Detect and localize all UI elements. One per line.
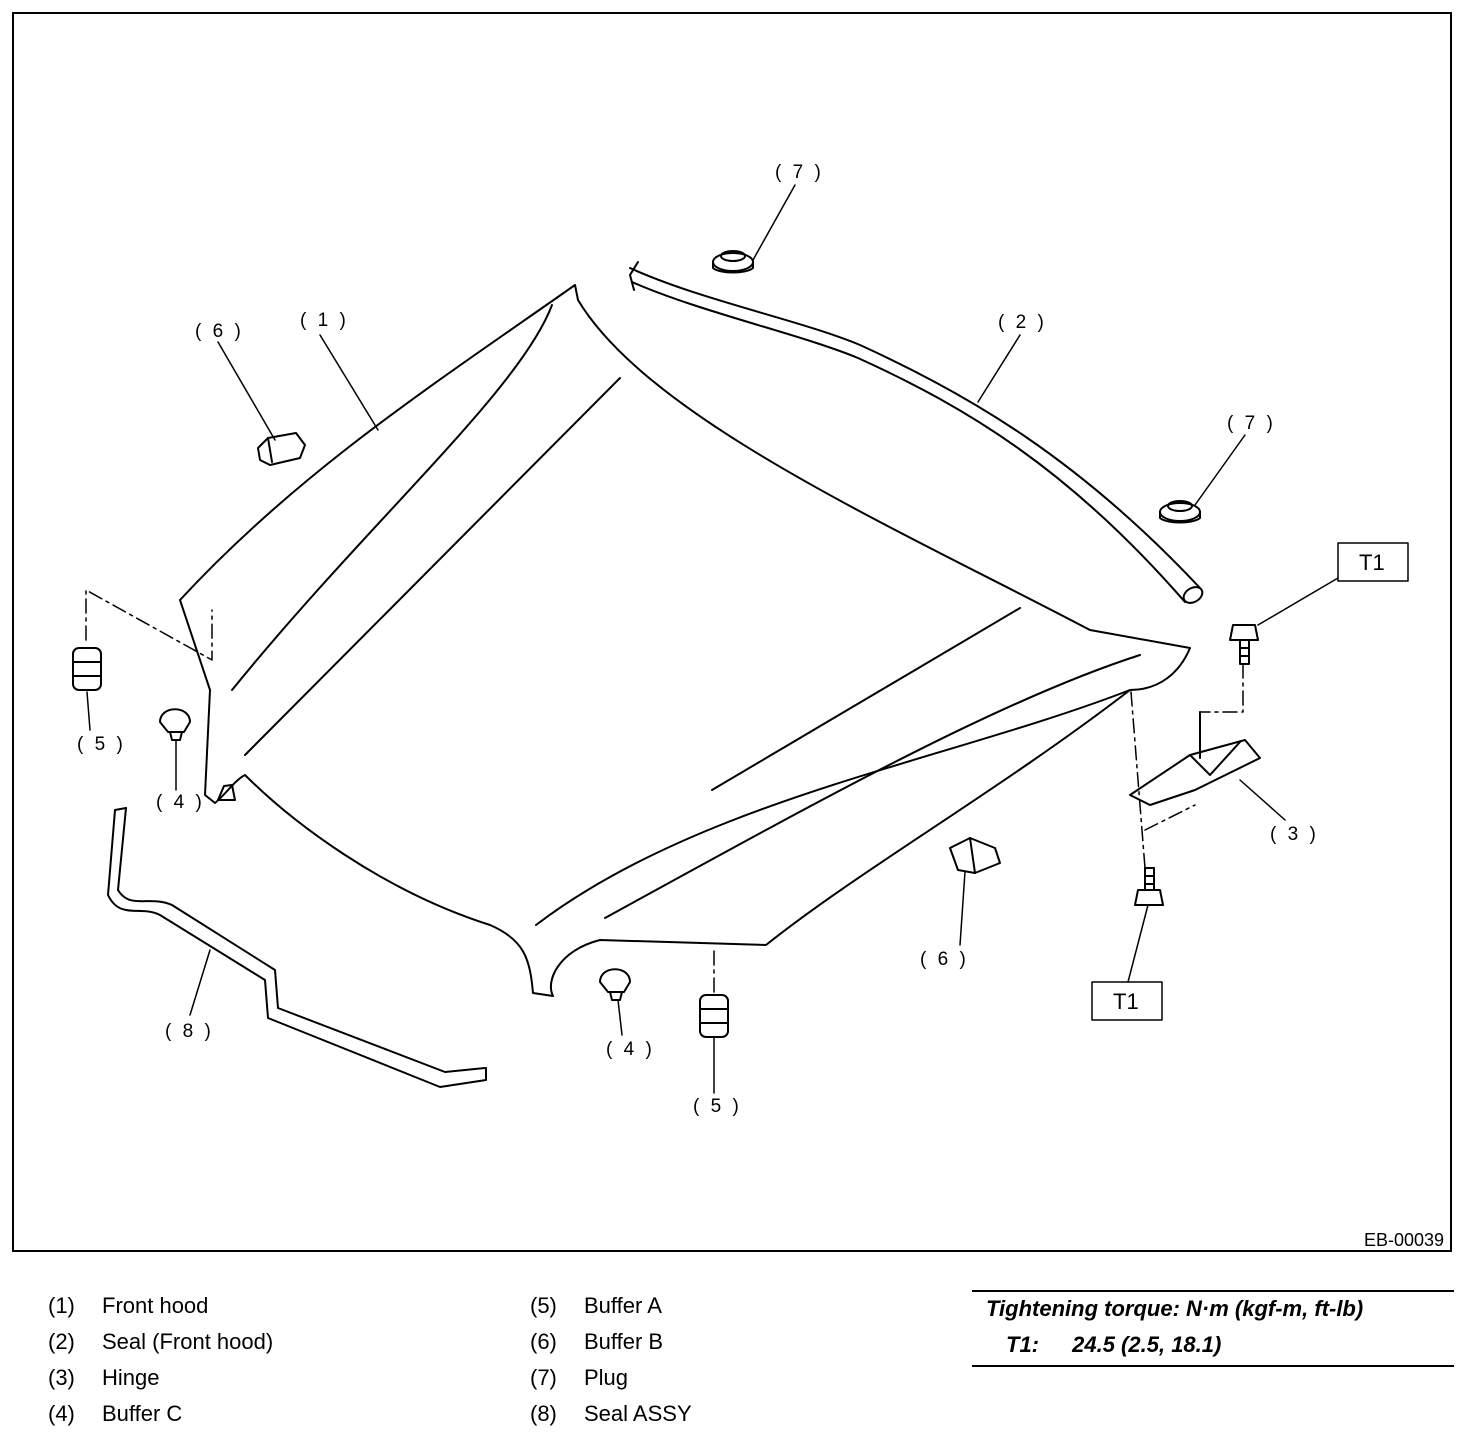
torque-title: Tightening torque: N·m (kgf-m, ft-lb) bbox=[986, 1296, 1364, 1321]
legend-item: (6) Buffer B bbox=[530, 1324, 692, 1360]
legend-label: Buffer C bbox=[102, 1401, 183, 1426]
torque-box-lower-label: T1 bbox=[1113, 989, 1139, 1014]
legend-item: (2) Seal (Front hood) bbox=[48, 1324, 273, 1360]
callout-1: ( 1 ) bbox=[300, 310, 349, 331]
callout-3: ( 3 ) bbox=[1270, 824, 1319, 845]
leader-lines bbox=[86, 184, 1339, 1094]
buffer-b-left bbox=[257, 432, 306, 466]
hinge bbox=[1129, 711, 1261, 806]
legend-number: (3) bbox=[48, 1365, 75, 1390]
front-hood bbox=[179, 284, 1191, 997]
torque-box-lower bbox=[1091, 981, 1163, 1021]
buffer-b-right bbox=[949, 837, 1001, 874]
legend-item: (3) Hinge bbox=[48, 1360, 273, 1396]
legend-item: (8) Seal ASSY bbox=[530, 1396, 692, 1432]
seal-front-hood bbox=[629, 261, 1204, 604]
callout-6-right: ( 6 ) bbox=[920, 949, 969, 970]
diagram-frame bbox=[12, 12, 1452, 1252]
callout-8: ( 8 ) bbox=[165, 1021, 214, 1042]
seal-assy bbox=[107, 807, 487, 1088]
buffer-c-left bbox=[159, 708, 191, 741]
legend-label: Hinge bbox=[102, 1365, 160, 1390]
legend-number: (8) bbox=[530, 1401, 557, 1426]
callout-7-right: ( 7 ) bbox=[1227, 413, 1276, 434]
alignment-lines bbox=[85, 589, 1244, 993]
legend-item: (7) Plug bbox=[530, 1360, 692, 1396]
legend-number: (7) bbox=[530, 1365, 557, 1390]
callout-5-right: ( 5 ) bbox=[693, 1096, 742, 1117]
legend-item: (1) Front hood bbox=[48, 1288, 273, 1324]
legend-number: (1) bbox=[48, 1293, 75, 1318]
legend-left: (1) Front hood (2) Seal (Front hood) (3)… bbox=[48, 1288, 273, 1432]
callout-4-right: ( 4 ) bbox=[606, 1039, 655, 1060]
legend-label: Seal ASSY bbox=[584, 1401, 692, 1426]
buffer-a-right bbox=[699, 994, 729, 1038]
legend-label: Buffer B bbox=[584, 1329, 664, 1354]
legend-label: Plug bbox=[584, 1365, 629, 1390]
legend-item: (5) Buffer A bbox=[530, 1288, 692, 1324]
torque-box-upper bbox=[1337, 542, 1409, 582]
plug-right bbox=[1159, 500, 1201, 524]
callout-6-left: ( 6 ) bbox=[195, 321, 244, 342]
legend-label: Buffer A bbox=[584, 1293, 662, 1318]
bolt-lower bbox=[1134, 867, 1164, 906]
callout-2: ( 2 ) bbox=[998, 312, 1047, 333]
torque-value: 24.5 (2.5, 18.1) bbox=[1072, 1332, 1222, 1357]
buffer-a-left bbox=[72, 647, 102, 691]
legend-label: Seal (Front hood) bbox=[102, 1329, 274, 1354]
torque-table: Tightening torque: N·m (kgf-m, ft-lb) T1… bbox=[972, 1290, 1454, 1367]
callout-5-left: ( 5 ) bbox=[77, 734, 126, 755]
torque-row: T1: 24.5 (2.5, 18.1) bbox=[1006, 1332, 1221, 1358]
plug-top bbox=[712, 250, 754, 274]
legend-number: (4) bbox=[48, 1401, 75, 1426]
bolt-upper bbox=[1229, 624, 1259, 665]
callout-7-top: ( 7 ) bbox=[775, 162, 824, 183]
buffer-c-right bbox=[599, 968, 631, 1001]
legend-number: (2) bbox=[48, 1329, 75, 1354]
exploded-diagram: ( 1 ) ( 2 ) ( 3 ) ( 4 ) ( 4 ) ( 5 ) ( 5 … bbox=[12, 12, 1452, 1252]
figure-id: EB-00039 bbox=[1364, 1230, 1444, 1250]
legend-number: (6) bbox=[530, 1329, 557, 1354]
legend-label: Front hood bbox=[102, 1293, 209, 1318]
legend-item: (4) Buffer C bbox=[48, 1396, 273, 1432]
legend-right: (5) Buffer A (6) Buffer B (7) Plug (8) S… bbox=[530, 1288, 692, 1432]
legend-number: (5) bbox=[530, 1293, 557, 1318]
torque-box-upper-label: T1 bbox=[1359, 550, 1385, 575]
callout-4-left: ( 4 ) bbox=[156, 792, 205, 813]
torque-code: T1: bbox=[1006, 1332, 1039, 1357]
